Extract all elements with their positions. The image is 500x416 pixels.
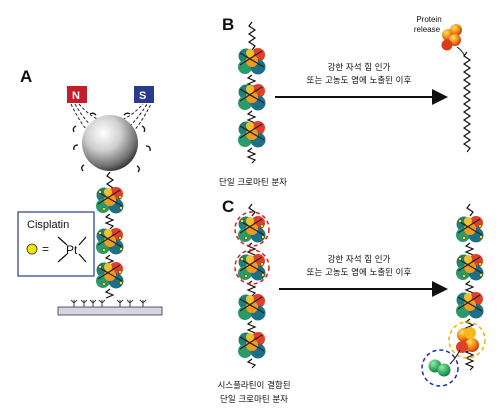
magnet-south-label: S [139,90,146,102]
chromatin-chain-c [234,203,270,369]
panel-b-caption: 단일 크로마틴 분자 [219,177,287,188]
panel-c: C 강한 자석 힘 인가 또는 고농도 염에 노출된 이후 [217,197,486,405]
panel-b-letter: B [222,15,234,34]
protein-label-2: release [414,25,441,34]
legend-title: Cisplatin [27,219,69,231]
panel-c-caption-2: 단일 크로마틴 분자 [220,394,288,405]
chromatin-chain-b [237,21,267,164]
arrow-b-caption-2: 또는 고농도 염에 노출된 이후 [307,75,412,86]
yellow-highlight [448,321,486,359]
arrow-c-caption-2: 또는 고농도 염에 노출된 이후 [307,267,412,278]
platinum-cross-icon [57,236,87,263]
arrow-c-caption-1: 강한 자석 힘 인가 [328,254,391,265]
panel-a: A N S [17,67,163,316]
magnetic-bead [72,112,151,173]
naked-dna-b [462,51,472,153]
blue-highlight [421,349,459,387]
legend-pt: Pt [66,243,78,257]
released-protein-c [448,321,486,359]
protein-label-1: Protein [416,15,441,24]
released-protein [441,24,466,58]
arrow-b-caption-1: 강한 자석 힘 인가 [328,62,391,73]
chromatin-chain-a [95,171,125,299]
glass-surface [57,299,163,316]
red-highlight-2 [234,249,270,285]
legend-equals: = [42,242,49,256]
magnet-north: N [67,86,87,103]
panel-c-caption-1: 시스플라틴이 결합된 [217,380,290,391]
magnet-south: S [134,86,154,103]
magnet-north-label: N [72,90,80,102]
released-green-protein [421,349,461,387]
panel-c-letter: C [222,197,234,216]
panel-b: B 강한 자석 힘 인가 또는 고농도 염에 노출된 이후 Protein re… [219,15,472,188]
red-highlight-1 [234,211,270,247]
panel-a-letter: A [20,67,32,86]
cisplatin-dot-icon [26,243,38,255]
cisplatin-legend: Cisplatin = Pt [17,211,95,277]
